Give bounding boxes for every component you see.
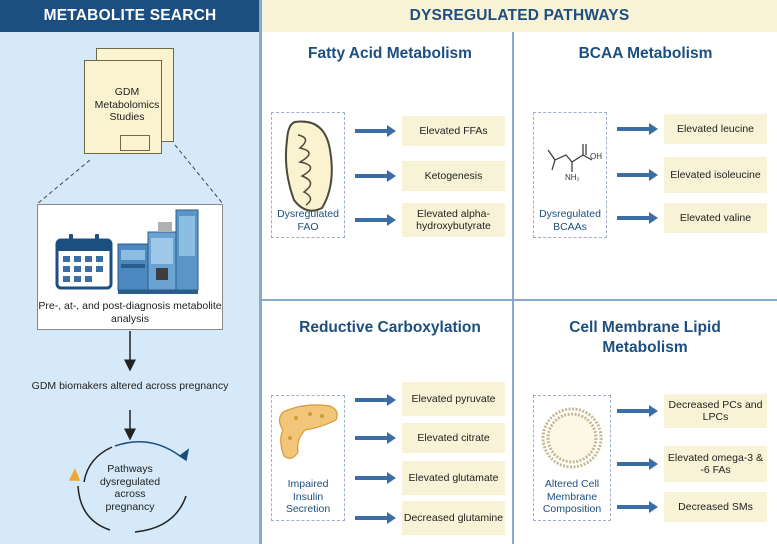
pancreas-icon [278,404,338,459]
membrane-arrow-2 [617,458,658,470]
outcome-decreased-pcs-lpcs: Decreased PCs and LPCs [664,394,767,428]
dysregulated-pathways-header: DYSREGULATED PATHWAYS [262,0,777,32]
bcaa-arrow-2 [617,169,658,181]
output-arrows [355,123,658,524]
molecule-nh2-label: NH₂ [565,173,580,182]
outcome-decreased-glutamine: Decreased glutamine [402,501,505,535]
outcome-elevated-glutamate: Elevated glutamate [402,461,505,495]
outcome-alpha-hydroxybutyrate: Elevated alpha-hydroxybutyrate [402,203,505,237]
membrane-title: Cell Membrane Lipid Metabolism [569,319,721,356]
outcome-elevated-valine: Elevated valine [664,203,767,233]
reductive-arrow-2 [355,432,396,444]
cycle-label: Pathways dysregulated across pregnancy [99,463,161,513]
outcome-elevated-ffas: Elevated FFAs [402,116,505,146]
reductive-arrow-3 [355,472,396,484]
mass-spectrometer-icon [117,209,199,294]
zoom-line-left [36,159,91,205]
fao-arrow-2 [355,170,396,182]
leucine-molecule-icon [547,144,593,172]
membrane-source-label: Altered Cell Membrane Composition [542,478,602,515]
reductive-arrow-1 [355,394,396,406]
fao-source-label: Dysregulated FAO [277,208,339,233]
cell-membrane-icon [541,407,603,469]
outcome-elevated-leucine: Elevated leucine [664,114,767,144]
calendar-icon [55,234,113,290]
bcaa-arrow-3 [617,212,658,224]
metabolite-search-header: METABOLITE SEARCH [0,0,260,32]
fatty-acid-title: Fatty Acid Metabolism [308,45,472,62]
membrane-arrow-3 [617,501,658,513]
bcaa-title: BCAA Metabolism [578,45,713,62]
analysis-label: Pre-, at-, and post-diagnosis metabolite… [38,300,222,325]
metabolite-search-panel: METABOLITE SEARCH GDM Metabolomics Studi… [0,0,260,544]
outcome-ketogenesis: Ketogenesis [402,161,505,191]
studies-label: GDM Metabolomics Studies [94,86,160,123]
outcome-elevated-pyruvate: Elevated pyruvate [402,382,505,416]
document-inset-icon [120,135,150,151]
reductive-arrow-4 [355,512,396,524]
quadrant-divider-vertical [512,32,514,544]
membrane-arrow-1 [617,405,658,417]
bcaa-source-label: Dysregulated BCAAs [539,208,601,233]
outcome-elevated-citrate: Elevated citrate [402,423,505,453]
fao-arrow-3 [355,214,396,226]
zoom-line-right [174,144,224,205]
outcome-elevated-omega-fas: Elevated omega-3 & -6 FAs [664,446,767,482]
outcome-elevated-isoleucine: Elevated isoleucine [664,157,767,193]
quadrant-divider-horizontal [262,299,777,301]
reductive-title: Reductive Carboxylation [299,319,481,336]
molecule-oh-label: OH [590,152,602,161]
insulin-source-label: Impaired Insulin Secretion [285,478,331,515]
cycle-arrows-icon [68,441,190,533]
biomarkers-label: GDM biomakers altered across pregnancy [31,380,229,392]
bcaa-source-box [533,112,607,238]
fao-arrow-1 [355,125,396,137]
panel-divider [259,0,262,544]
bcaa-arrow-1 [617,123,658,135]
mitochondrion-icon [284,120,333,212]
outcome-decreased-sms: Decreased SMs [664,492,767,522]
